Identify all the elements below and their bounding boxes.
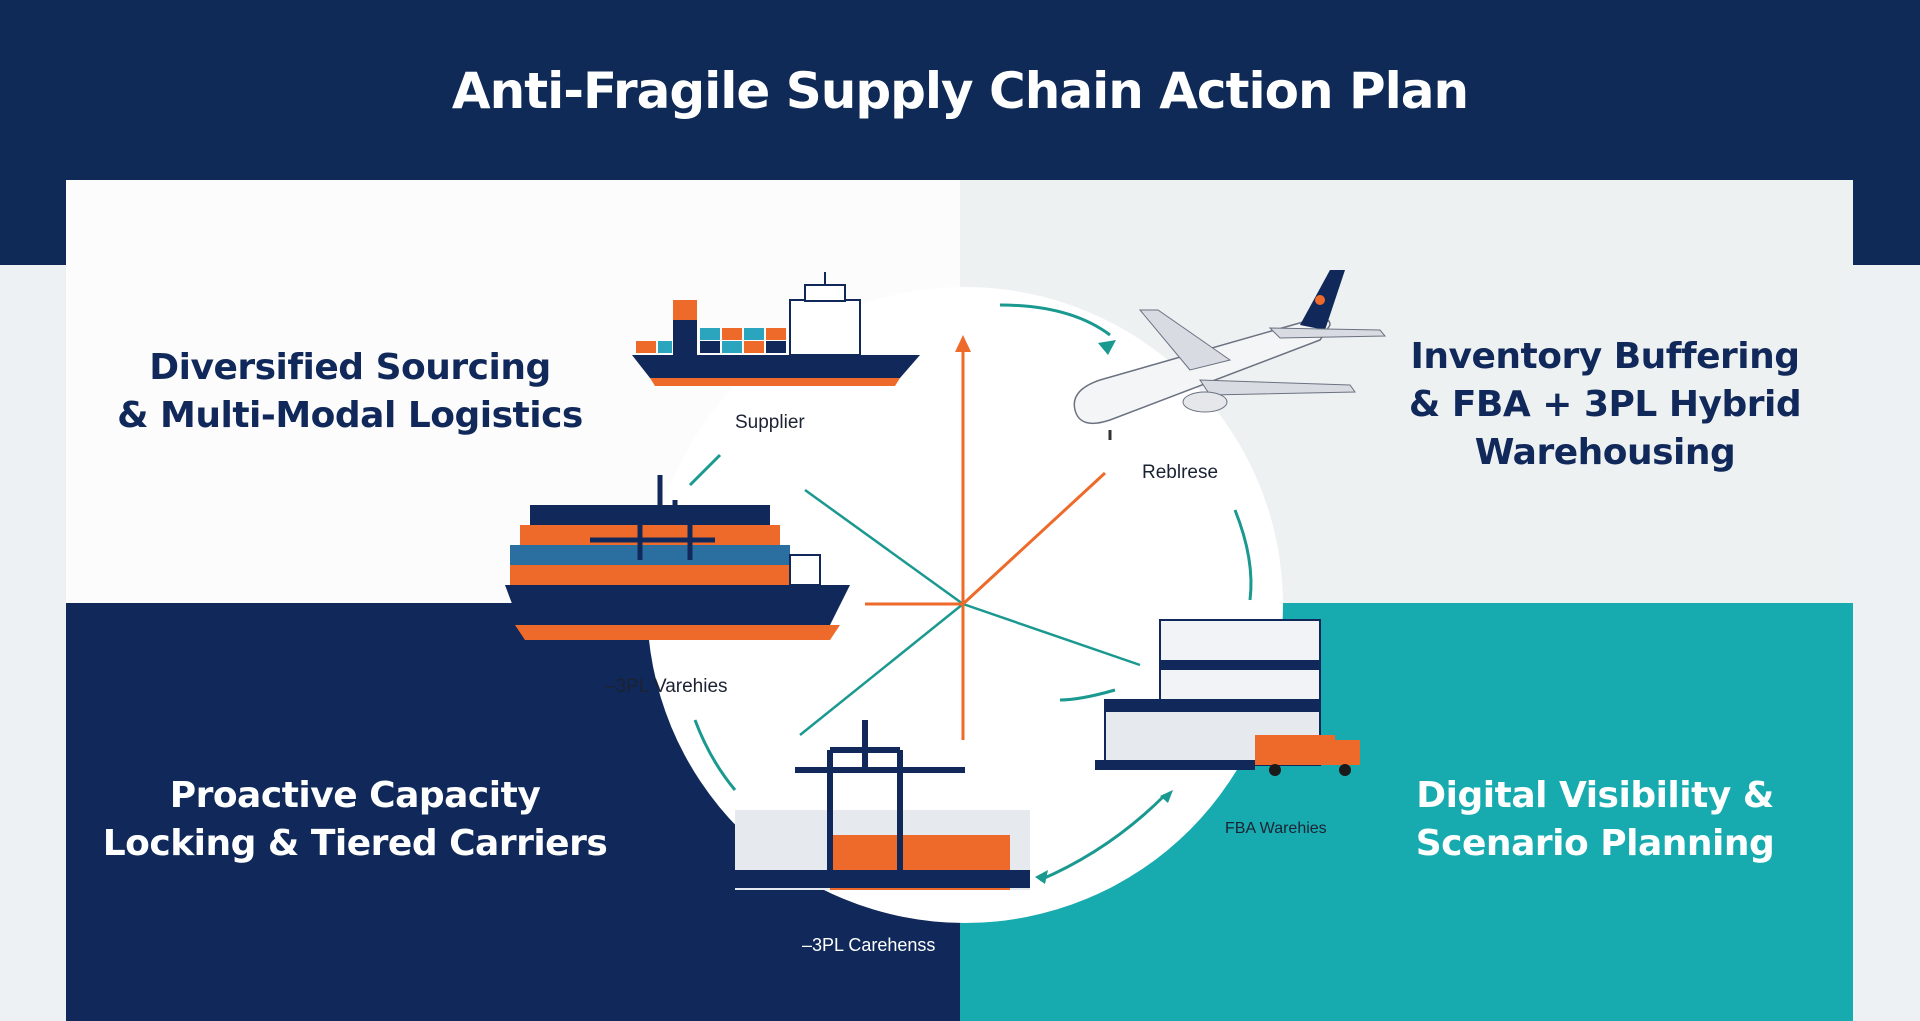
container-ship-icon <box>505 475 850 640</box>
heading-line: Diversified Sourcing <box>149 347 551 388</box>
warehouse-icon <box>1095 619 1321 770</box>
cycle-arrowheads <box>1035 340 1173 884</box>
heading-line: Digital Visibility & <box>1416 775 1774 816</box>
airplane-icon <box>1073 270 1387 440</box>
heading-line: Locking & Tiered Carriers <box>102 823 608 864</box>
heading-digital-visibility: Digital Visibility & Scenario Planning <box>1370 772 1820 868</box>
heading-line: Proactive Capacity <box>169 775 541 816</box>
heading-diversified-sourcing: Diversified Sourcing & Multi-Modal Logis… <box>100 344 600 440</box>
hub-spokes-teal <box>799 488 1141 736</box>
label-supplier: Supplier <box>735 412 805 433</box>
heading-inventory-buffering: Inventory Buffering & FBA + 3PL Hybrid W… <box>1380 333 1830 477</box>
port-crane-icon <box>730 720 1030 890</box>
cargo-ship-icon <box>632 272 920 386</box>
label-3pl-carehenss: –3PL Carehenss <box>802 935 936 955</box>
label-fba-warehies: FBA Warehies <box>1225 820 1327 837</box>
heading-proactive-capacity: Proactive Capacity Locking & Tiered Carr… <box>100 772 610 868</box>
truck-icon <box>1255 735 1360 776</box>
heading-line: Warehousing <box>1474 432 1736 473</box>
page-title: Anti-Fragile Supply Chain Action Plan <box>451 62 1469 120</box>
heading-line: Scenario Planning <box>1415 823 1775 864</box>
heading-line: & FBA + 3PL Hybrid <box>1408 384 1802 425</box>
label-3pl-varehies: –3PL Varehies <box>605 676 728 697</box>
label-rebl: Reblrese <box>1142 462 1219 483</box>
hub-spokes-orange <box>865 350 1107 740</box>
heading-line: & Multi-Modal Logistics <box>117 395 583 436</box>
heading-line: Inventory Buffering <box>1410 336 1800 377</box>
up-arrowhead <box>955 335 971 352</box>
